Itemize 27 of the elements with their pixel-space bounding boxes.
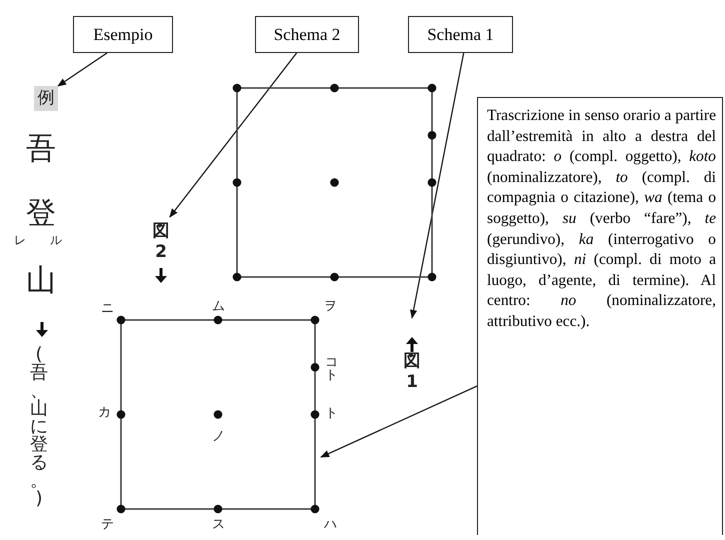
leader-arrow [320, 386, 478, 458]
note-paragraph: Trascrizione in senso orario a partire dall’estremità in alto a destra del quadrato: o (compl. oggetto), koto (nominalizzatore), to (compl. di compagnia o citazione), wa (tema o soggetto), su (verbo “fare”), te (gerundivo), ka (interrogativo o disgiuntivo), ni (compl. di moto a luogo, d’agente, di termine). Al centro: no (nominalizzatore, attributivo ecc.). [477, 97, 723, 535]
kanji-character: 登 [26, 198, 56, 230]
kana-mark: ヲ [324, 300, 337, 314]
figure-mark: 図2 [150, 220, 172, 264]
label-box: Schema 2 [255, 16, 359, 53]
kana-mark: ス [212, 518, 225, 532]
kanji-character: 吾 [26, 133, 56, 164]
kana-mark: ト [325, 407, 338, 421]
kana-mark: ハ [324, 518, 337, 532]
kana-mark: ム [212, 300, 225, 314]
kana-mark: カ [98, 406, 111, 420]
kana-mark: ノ [212, 430, 225, 444]
example-mark: 例 [34, 86, 58, 111]
label-box: Schema 1 [408, 16, 513, 53]
kana-mark: テ [101, 518, 114, 532]
kana-mark: ニ [101, 302, 114, 316]
leader-arrow [410, 52, 464, 319]
reading-sentence: (吾、山に登る。) [30, 346, 48, 508]
leader-arrow [169, 52, 298, 218]
kana-mark: コト [325, 356, 338, 382]
leader-arrow [57, 52, 108, 86]
okurigana-mark: ル [50, 234, 62, 247]
figure-mark: 図1 [401, 350, 423, 394]
label-box: Esempio [73, 16, 173, 53]
kanji-character: 山 [26, 265, 56, 296]
reading-mark: レ [14, 234, 26, 247]
